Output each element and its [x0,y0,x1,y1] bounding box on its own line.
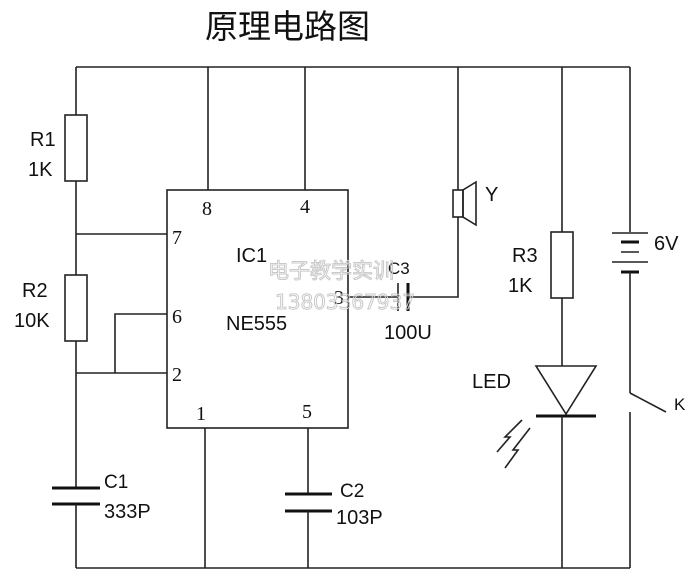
pin-label-6: 6 [172,306,182,328]
diagram-title: 原理电路图 [205,7,370,46]
pin-label-1: 1 [196,403,206,425]
watermark-line-1: 电子教学实训 [268,259,394,283]
c2-name: C2 [340,481,364,502]
r2-name: R2 [22,280,48,302]
speaker-y-body [452,189,464,218]
speaker-name: Y [485,184,498,206]
resistor-r2 [64,274,88,342]
pin-label-4: 4 [300,196,310,218]
pin-label-7: 7 [172,227,182,249]
c3-to-speaker-wire [408,217,459,298]
led-triangle [534,365,598,416]
pin-label-2: 2 [172,364,182,386]
r3-value: 1K [508,275,533,297]
speaker-y-cone [462,180,477,227]
pin-label-3: 3 [334,287,344,309]
led-light-arrow-2 [504,427,531,469]
r3-name: R3 [512,245,538,267]
c3-value: 100U [384,322,432,344]
resistor-r1 [64,114,88,182]
c3-name: C3 [388,259,410,278]
switch-name: K [674,395,686,414]
switch-k-lever [629,392,667,413]
c1-name: C1 [104,472,128,493]
c2-value: 103P [336,507,383,529]
r1-name: R1 [30,129,56,151]
pin6-wire [114,313,167,373]
watermark-line-2: 13803367937 [275,290,415,314]
c1-value: 333P [104,501,151,523]
led-light-arrow-1 [496,419,523,453]
pin-label-5: 5 [302,401,312,423]
ic-ne555-body [166,189,349,429]
battery-value: 6V [654,233,679,255]
ic-part: NE555 [226,313,287,335]
ic-name: IC1 [236,245,267,267]
pin-label-8: 8 [202,198,212,220]
r2-value: 10K [14,310,50,332]
r1-value: 1K [28,159,53,181]
resistor-r3 [550,231,574,299]
led-name: LED [472,371,511,393]
